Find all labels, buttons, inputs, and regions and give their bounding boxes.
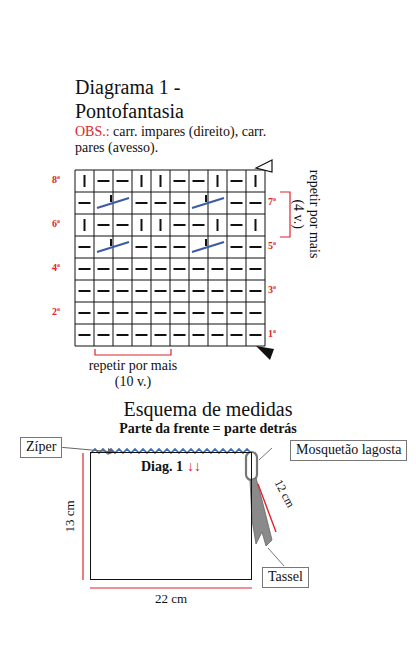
dimension-label: 13 cm <box>63 500 78 532</box>
row-number: 7ª <box>268 196 276 208</box>
leader-line <box>268 548 284 566</box>
callout-text: Zíper <box>26 439 56 454</box>
row-number: 8ª <box>52 174 60 186</box>
repeat-bracket <box>95 349 171 355</box>
row-number: 6ª <box>52 218 60 230</box>
dimension-label: 12 cm <box>271 478 297 511</box>
start-arrow-open <box>256 160 272 172</box>
row-number: 1ª <box>268 328 276 340</box>
start-arrow-filled <box>256 346 274 360</box>
dimension-line <box>258 484 276 532</box>
repeat-note: repetir por mais (10 v.) <box>88 358 178 390</box>
subtitle: Parte da frente = parte detrás <box>98 421 318 437</box>
leader-line <box>259 448 272 460</box>
row-number: 3ª <box>268 284 276 296</box>
dimension-label: 22 cm <box>121 592 221 607</box>
note-text: carr. impares (direito), carr. pares (av… <box>75 124 280 156</box>
callout-box: Mosquetão lagosta <box>290 440 407 461</box>
callout-box: Tassel <box>262 567 309 588</box>
repeat-note: repetir por mais (4 v.) <box>290 168 322 260</box>
chart-reference: Diag. 1 <box>141 459 183 474</box>
stitch-grid <box>75 170 265 346</box>
callout-box: Zíper <box>20 437 62 458</box>
chart-title: Diagrama 1 - Pontofantasia <box>75 75 225 123</box>
section-title: Esquema de medidas <box>60 398 356 421</box>
note-label: OBS.: <box>75 124 110 140</box>
callout-text: Mosquetão lagosta <box>296 442 401 457</box>
callout-text: Tassel <box>268 569 303 584</box>
dimension-line <box>90 587 252 588</box>
bag-panel: Diag. 1 ↓↓ <box>90 452 252 580</box>
direction-arrows: ↓↓ <box>187 459 201 474</box>
repeat-bracket <box>280 192 290 237</box>
row-number: 2ª <box>52 306 60 318</box>
dimension-line <box>82 453 83 580</box>
row-number: 5ª <box>268 240 276 252</box>
row-number: 4ª <box>52 262 60 274</box>
